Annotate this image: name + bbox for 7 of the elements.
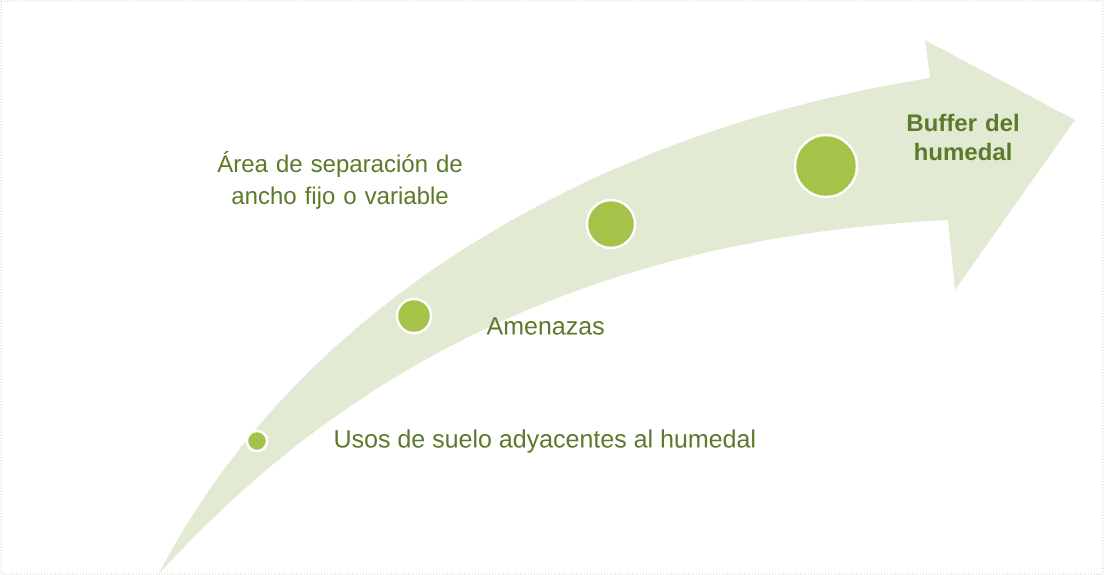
item-label: Área de separación de ancho fijo o variable bbox=[217, 151, 462, 209]
circle-marker bbox=[793, 133, 859, 199]
circle-marker bbox=[395, 297, 433, 335]
item-label: Amenazas bbox=[486, 317, 604, 335]
item-label: Usos de suelo adyacentes al humedal bbox=[335, 429, 755, 453]
circle-marker bbox=[585, 198, 637, 250]
circle-marker bbox=[245, 429, 269, 453]
